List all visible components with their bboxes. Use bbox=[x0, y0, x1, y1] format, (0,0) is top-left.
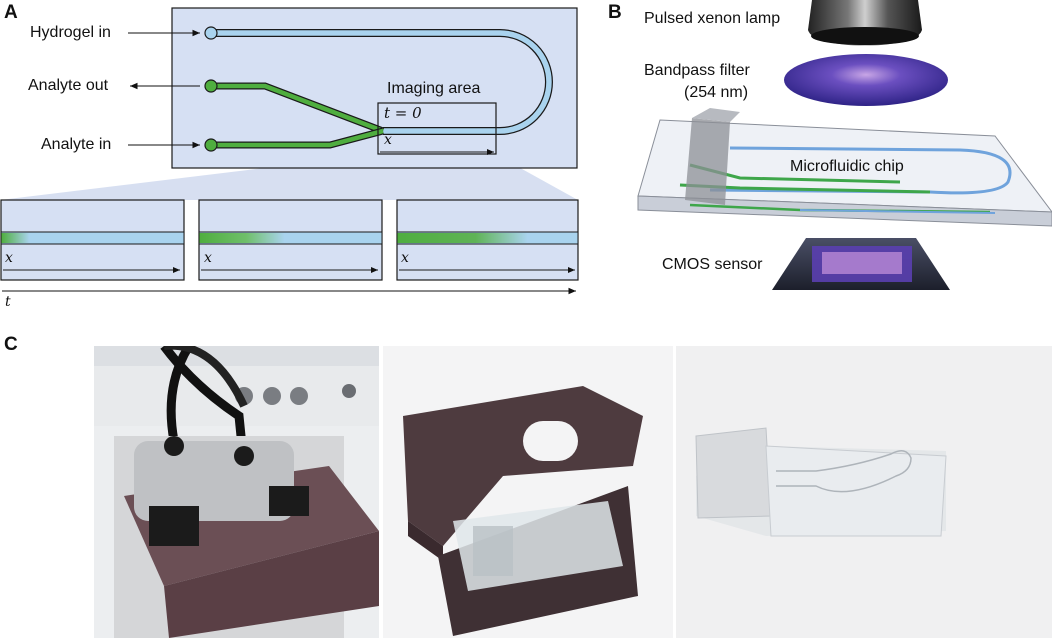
label-x-frame-2: x bbox=[204, 250, 212, 266]
label-x-frame-3: x bbox=[401, 250, 409, 266]
time-frame-2 bbox=[198, 199, 383, 281]
label-t-axis: t bbox=[5, 294, 11, 310]
label-imaging-area: Imaging area bbox=[387, 80, 481, 97]
label-microfluidic-chip: Microfluidic chip bbox=[790, 158, 904, 175]
label-hydrogel-in: Hydrogel in bbox=[30, 24, 111, 41]
bandpass-filter bbox=[784, 54, 948, 106]
photo-device-assembled bbox=[94, 346, 379, 638]
time-frame-1 bbox=[0, 199, 185, 281]
microfluidic-chip bbox=[637, 108, 1052, 227]
label-cmos-sensor: CMOS sensor bbox=[662, 256, 763, 273]
label-x-frame-1: x bbox=[5, 250, 13, 266]
label-xenon-lamp: Pulsed xenon lamp bbox=[644, 10, 781, 27]
xenon-lamp bbox=[808, 0, 922, 46]
analyte-out-port bbox=[204, 79, 218, 93]
cmos-sensor bbox=[772, 238, 950, 290]
panel-a-letter: A bbox=[4, 2, 18, 23]
panel-a-diagram bbox=[0, 7, 579, 295]
imaging-area-box bbox=[377, 102, 497, 155]
label-x-imaging: x bbox=[384, 132, 392, 148]
label-filter-line2: (254 nm) bbox=[684, 84, 749, 101]
hydrogel-inlet bbox=[204, 26, 218, 40]
label-analyte-out: Analyte out bbox=[28, 77, 109, 94]
panel-c-letter: C bbox=[4, 334, 18, 355]
panel-b-letter: B bbox=[608, 2, 622, 23]
analyte-in-port bbox=[204, 138, 218, 152]
photo-microfluidic-chip bbox=[676, 346, 1052, 638]
label-analyte-in: Analyte in bbox=[41, 136, 112, 153]
time-frame-3 bbox=[396, 199, 579, 281]
label-t-zero: t = 0 bbox=[384, 104, 422, 122]
panel-b-diagram bbox=[637, 0, 1052, 290]
label-filter-line1: Bandpass filter bbox=[644, 62, 750, 79]
photo-holder-disassembled bbox=[383, 346, 673, 638]
